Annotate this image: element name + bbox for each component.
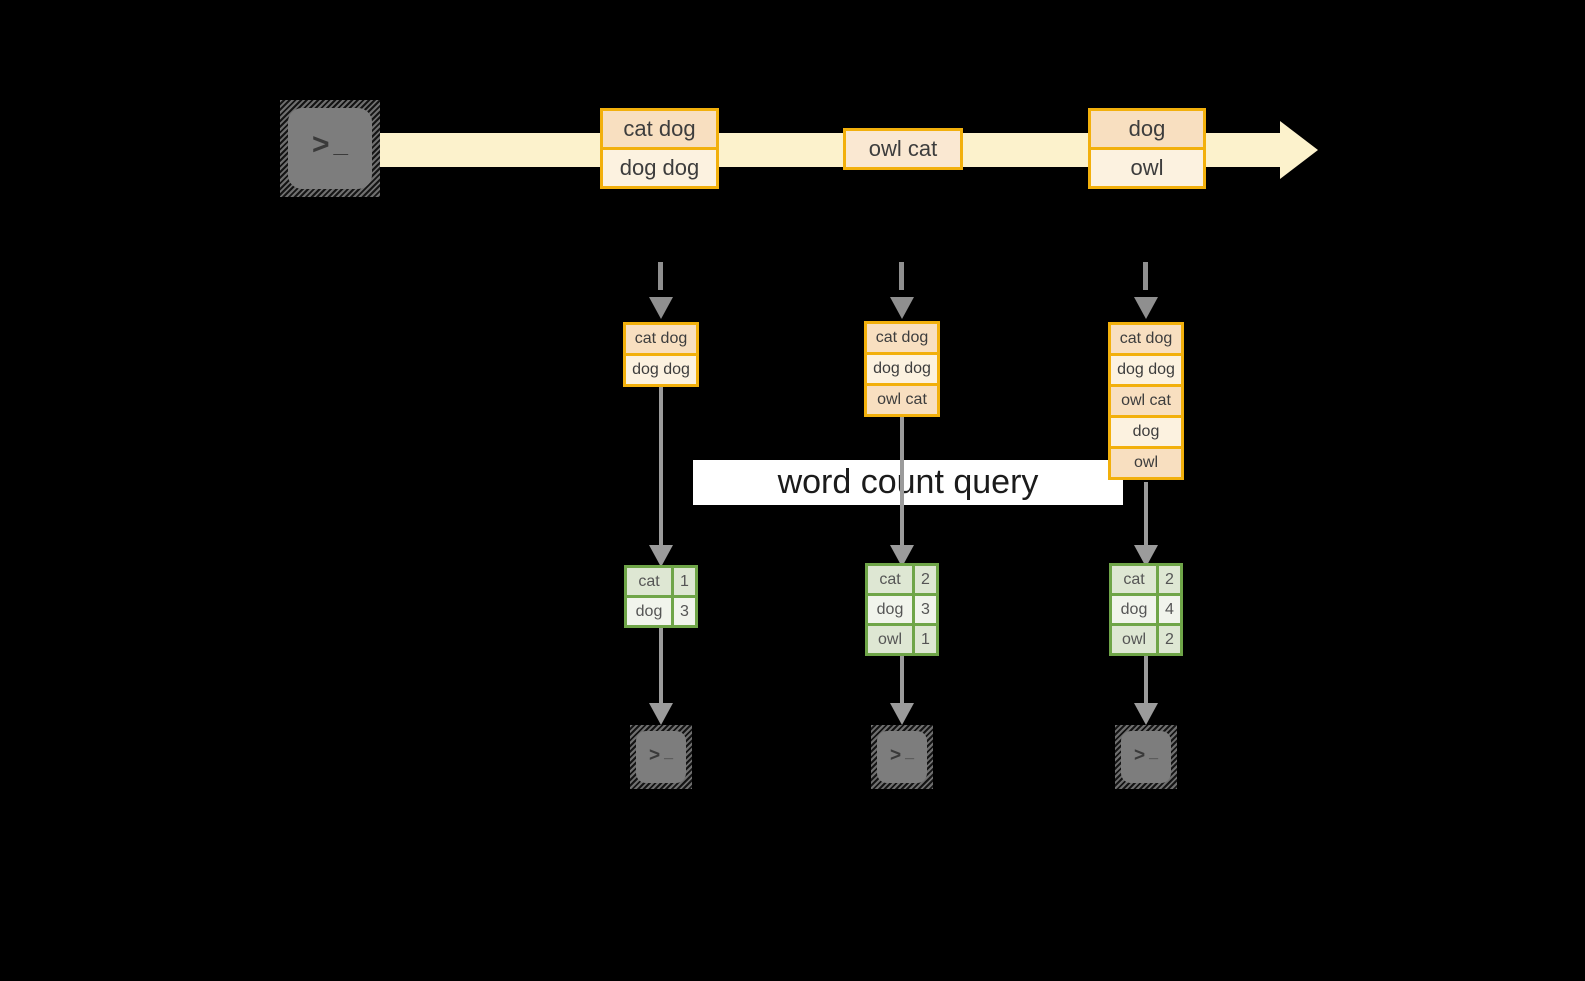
stream-event-cell: dog dog [603,150,716,186]
prompt-chevron-glyph: > [1133,744,1146,766]
table-row: dog 3 [627,598,695,625]
arrow-line [1144,656,1148,705]
arrow-head [890,545,914,567]
arrow-head [649,703,673,725]
terminal-prompt-icon: > _ [288,108,372,189]
stream-event-box: owl cat [843,128,963,170]
count-cell: 4 [1159,596,1180,623]
stack-cell: cat dog [867,324,937,352]
prompt-underscore-glyph: _ [333,127,348,158]
word-cell: owl [1112,626,1156,653]
arrow-head [1134,545,1158,567]
stack-cell: dog dog [1111,356,1181,384]
terminal-prompt-icon: > _ [1121,731,1171,783]
stack-cell: cat dog [1111,325,1181,353]
arrow-line [900,656,904,705]
stream-event-box: dog owl [1088,108,1206,189]
table-row: owl 1 [868,626,936,653]
arrow-line [900,417,904,547]
stack-cell: owl [1111,449,1181,477]
buffer-stack: cat dog dog dog [623,322,699,387]
count-table: cat 2 dog 3 owl 1 [865,563,939,656]
stream-event-cell: owl [1091,150,1203,186]
table-row: cat 2 [868,566,936,593]
prompt-underscore-glyph: _ [664,744,673,761]
dashed-arrow-line [899,262,904,290]
sink-terminal-icon: > _ [871,725,933,789]
table-row: dog 4 [1112,596,1180,623]
arrow-line [659,628,663,705]
table-row: cat 1 [627,568,695,595]
stack-cell: dog dog [626,356,696,384]
sink-terminal-icon: > _ [630,725,692,789]
stream-event-box: cat dog dog dog [600,108,719,189]
arrow-line [1144,482,1148,547]
prompt-chevron-glyph: > [648,744,661,766]
stack-cell: dog [1111,418,1181,446]
word-cell: owl [868,626,912,653]
stream-event-cell: owl cat [846,131,960,167]
buffer-stack: cat dog dog dog owl cat [864,321,940,417]
stack-cell: owl cat [1111,387,1181,415]
arrow-line [659,387,663,547]
arrow-head [1134,703,1158,725]
terminal-prompt-icon: > _ [636,731,686,783]
word-cell: cat [868,566,912,593]
word-count-query-label: word count query [777,463,1039,501]
count-cell: 2 [915,566,936,593]
dashed-arrow-head [1134,297,1158,319]
stream-event-cell: dog [1091,111,1203,147]
count-table: cat 2 dog 4 owl 2 [1109,563,1183,656]
source-terminal-icon: > _ [280,100,380,197]
table-row: owl 2 [1112,626,1180,653]
word-cell: cat [1112,566,1156,593]
buffer-stack: cat dog dog dog owl cat dog owl [1108,322,1184,480]
arrow-head [890,703,914,725]
count-cell: 3 [915,596,936,623]
dashed-arrow-line [1143,262,1148,290]
stack-cell: dog dog [867,355,937,383]
count-cell: 3 [674,598,695,625]
count-cell: 2 [1159,626,1180,653]
table-row: dog 3 [868,596,936,623]
stream-arrowhead [1280,121,1318,179]
dashed-arrow-head [890,297,914,319]
count-cell: 1 [915,626,936,653]
prompt-underscore-glyph: _ [1149,744,1158,761]
arrow-head [649,545,673,567]
dashed-arrow-head [649,297,673,319]
prompt-chevron-glyph: > [312,127,330,161]
prompt-underscore-glyph: _ [905,744,914,761]
dashed-arrow-line [658,262,663,290]
table-row: cat 2 [1112,566,1180,593]
word-cell: dog [627,598,671,625]
word-cell: dog [868,596,912,623]
word-cell: cat [627,568,671,595]
prompt-chevron-glyph: > [889,744,902,766]
stack-cell: owl cat [867,386,937,414]
sink-terminal-icon: > _ [1115,725,1177,789]
count-cell: 1 [674,568,695,595]
stack-cell: cat dog [626,325,696,353]
count-table: cat 1 dog 3 [624,565,698,628]
word-count-query-banner: word count query [693,460,1123,505]
terminal-prompt-icon: > _ [877,731,927,783]
count-cell: 2 [1159,566,1180,593]
word-cell: dog [1112,596,1156,623]
stream-event-cell: cat dog [603,111,716,147]
